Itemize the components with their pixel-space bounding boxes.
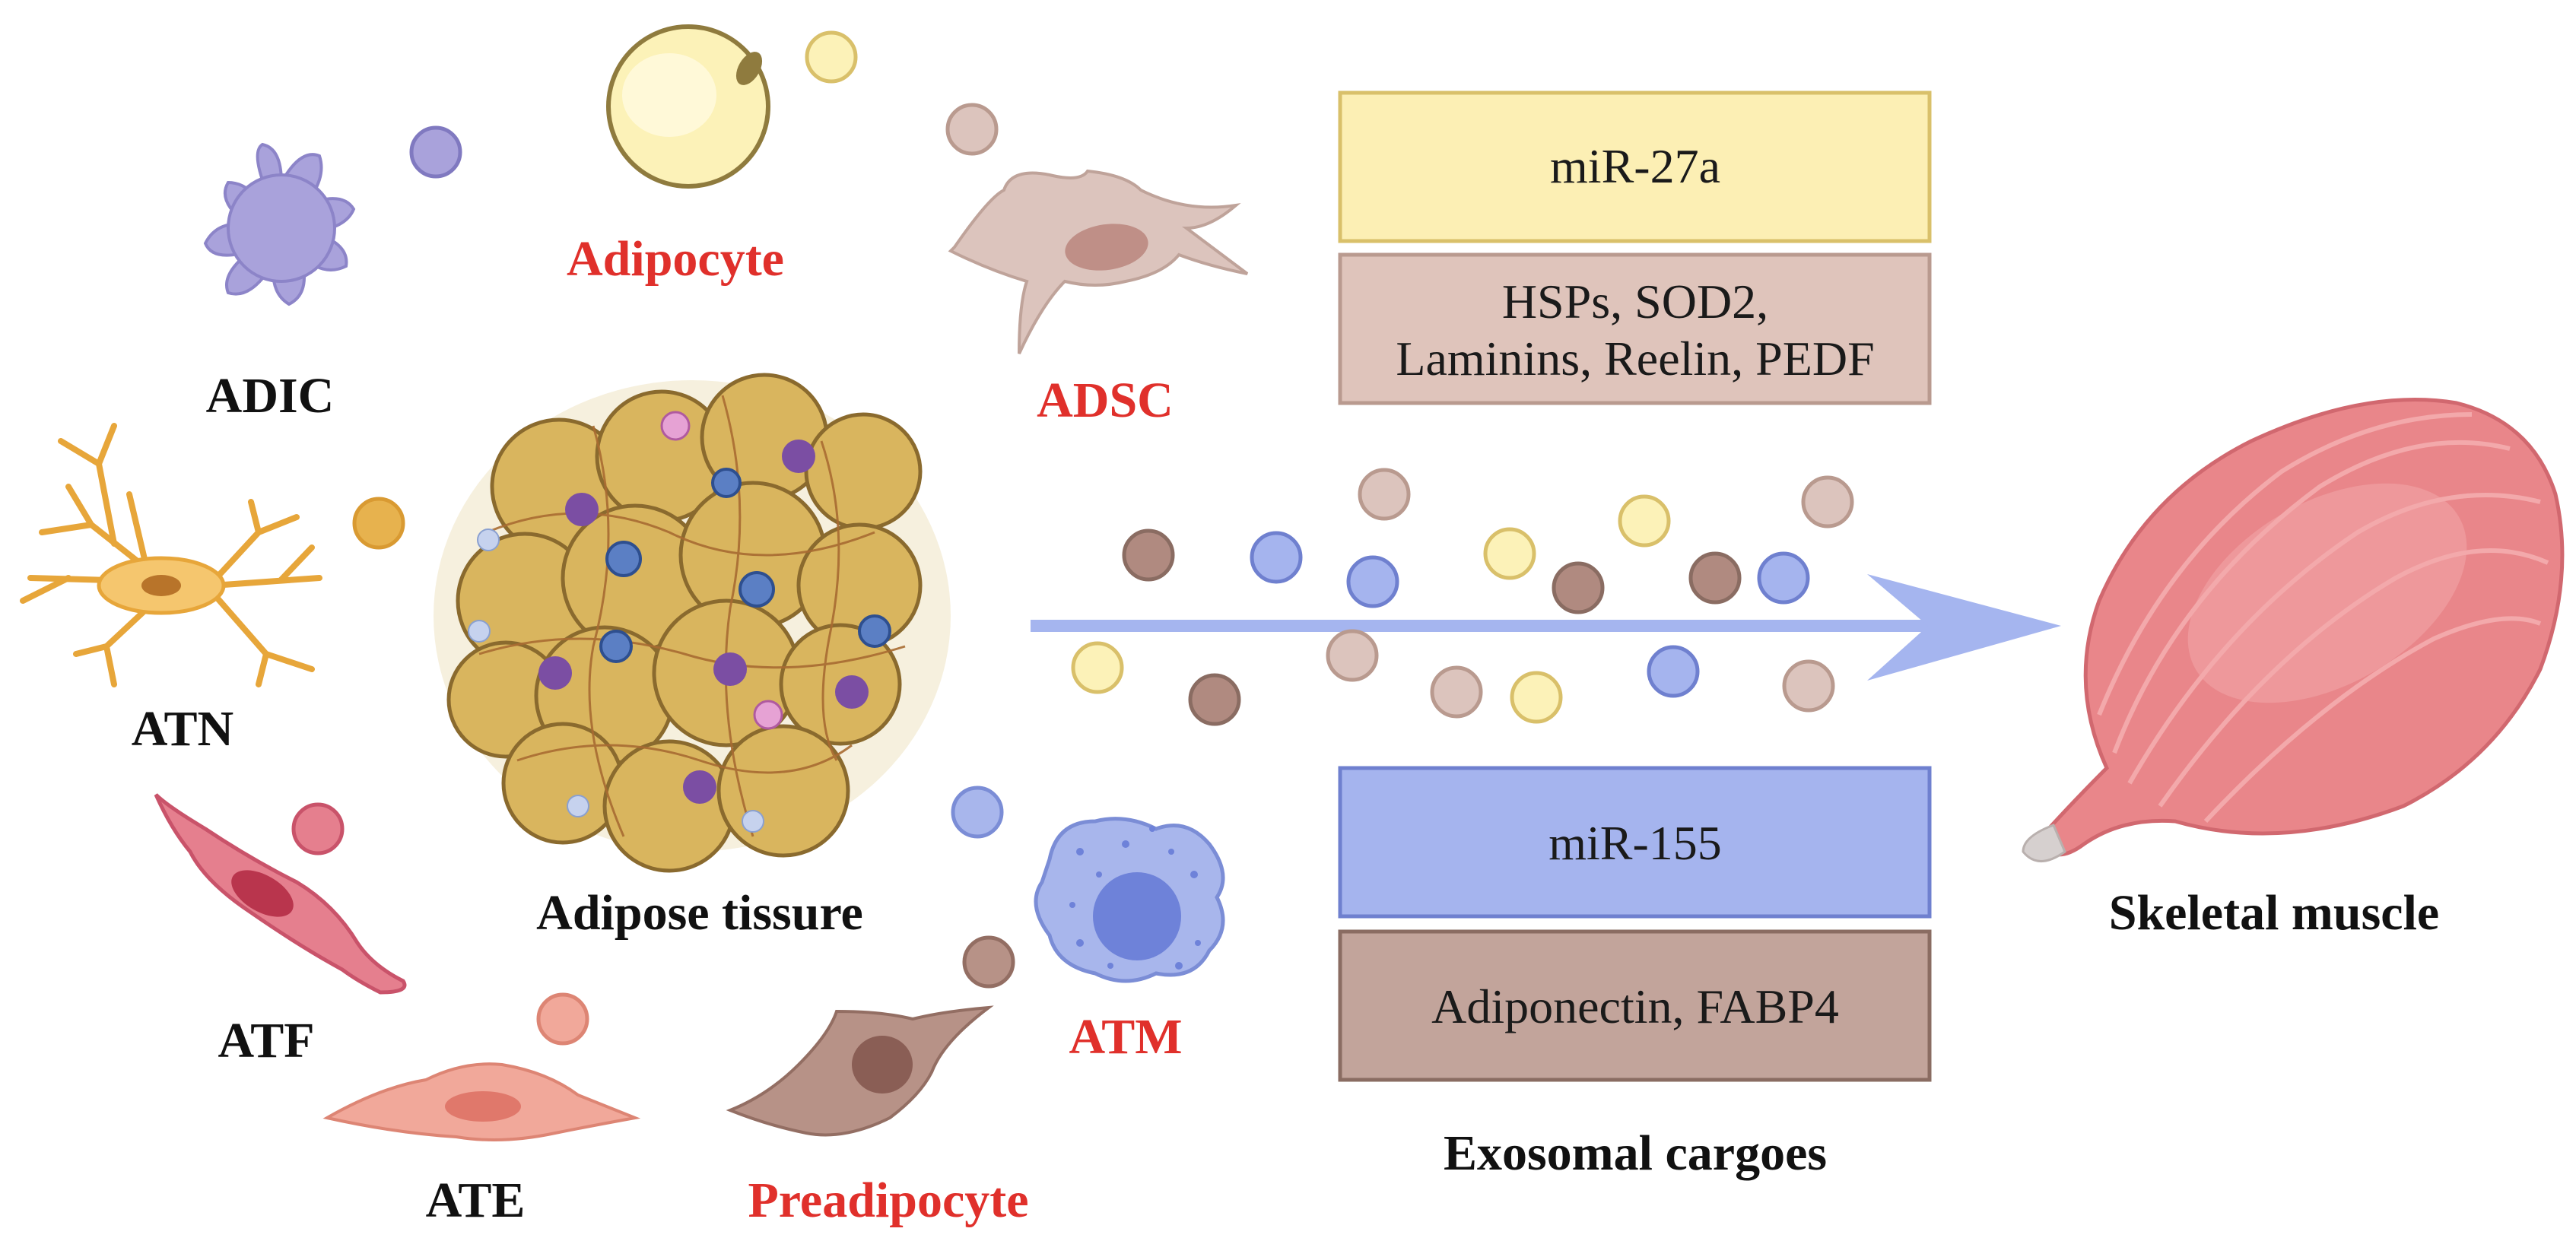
label-preadipocyte: Preadipocyte (748, 1173, 1028, 1228)
label-adic: ADIC (206, 368, 335, 424)
label-skeletal-muscle: Skeletal muscle (2109, 885, 2439, 941)
label-adipose-tissue: Adipose tissure (536, 885, 863, 941)
cargo-box-mir155: miR-155 (1338, 766, 1932, 919)
label-atm: ATM (1069, 1009, 1182, 1065)
adipocyte-cell-icon (606, 24, 858, 189)
ate-endothelial-icon (322, 992, 641, 1141)
adic-cell-icon (203, 125, 462, 306)
label-atn: ATN (132, 701, 233, 757)
atm-macrophage-icon (951, 786, 1225, 983)
label-ate: ATE (426, 1173, 526, 1228)
label-atf: ATF (218, 1013, 314, 1068)
atn-neuron-icon (20, 423, 322, 687)
skeletal-muscle-icon (2022, 398, 2565, 862)
cargo-box-proteins: HSPs, SOD2, Laminins, Reelin, PEDF (1338, 252, 1932, 405)
exosome-particles (1071, 468, 1854, 726)
adsc-exosome-icon (945, 103, 999, 156)
svg-text:HSPs, SOD2,: HSPs, SOD2, (1502, 275, 1768, 329)
atf-fibroblast-icon (154, 793, 407, 995)
label-exosomal-cargoes: Exosomal cargoes (1444, 1125, 1827, 1181)
atn-exosome-icon (352, 497, 405, 550)
adipocyte-exosome-icon (805, 30, 858, 84)
svg-text:miR-27a: miR-27a (1550, 139, 1720, 193)
cargo-box-mir27a: miR-27a (1338, 90, 1932, 243)
svg-text:miR-155: miR-155 (1548, 816, 1722, 870)
adipose-tissue-icon (434, 373, 951, 873)
svg-text:Adiponectin, FABP4: Adiponectin, FABP4 (1431, 979, 1839, 1033)
label-adsc: ADSC (1037, 373, 1174, 428)
cargo-box-adipokines: Adiponectin, FABP4 (1338, 929, 1932, 1082)
transport-arrow-icon (1031, 574, 2061, 681)
atf-exosome-icon (291, 802, 345, 855)
adsc-cell-icon (945, 103, 1249, 354)
ate-exosome-icon (536, 992, 589, 1046)
label-adipocyte: Adipocyte (567, 231, 784, 287)
preadipocyte-exosome-icon (962, 935, 1015, 989)
preadipocyte-cell-icon (726, 935, 1015, 1137)
adic-exosome-icon (409, 125, 462, 179)
svg-text:Laminins, Reelin, PEDF: Laminins, Reelin, PEDF (1396, 332, 1874, 386)
atm-exosome-icon (951, 786, 1004, 839)
